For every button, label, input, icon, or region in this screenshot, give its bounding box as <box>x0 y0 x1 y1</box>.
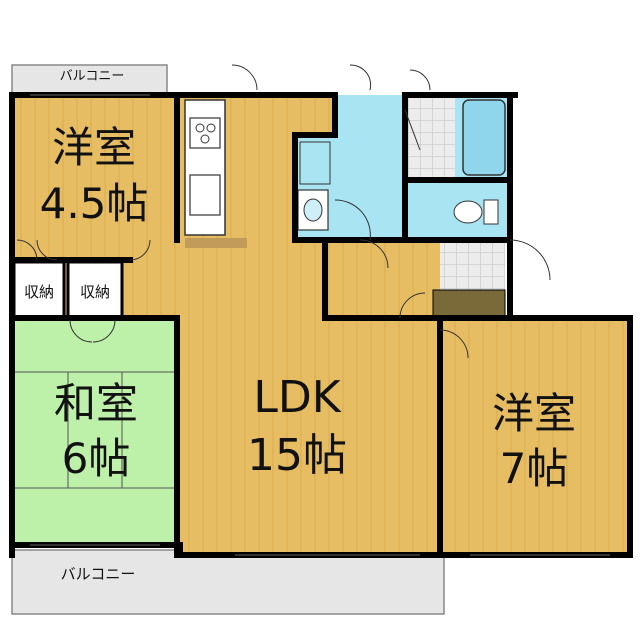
ldk-size: 15帖 <box>247 430 347 481</box>
basin-bowl-icon <box>303 198 323 222</box>
western-room-large-floor <box>440 318 630 553</box>
western-room-small-size: 4.5帖 <box>40 179 149 228</box>
balcony-top <box>11 64 168 96</box>
wet-corridor <box>335 95 405 135</box>
western-room-large-size: 7帖 <box>500 444 569 493</box>
toilet-bowl-icon <box>453 200 483 224</box>
closet-left-label: 収納 <box>24 283 54 301</box>
sink <box>189 174 221 216</box>
ldk-name: LDK <box>253 372 341 423</box>
bathtub <box>462 99 506 176</box>
japanese-room-floor <box>12 318 177 544</box>
japanese-room-size: 6帖 <box>62 434 131 483</box>
western-room-large-name: 洋室 <box>492 389 576 438</box>
toilet-tank <box>483 199 499 225</box>
door-swings <box>16 64 551 359</box>
entrance-tile <box>440 240 505 290</box>
japanese-room-name: 和室 <box>54 379 138 428</box>
balcony-top-label: バルコニー <box>60 69 125 84</box>
washing-machine-space <box>299 141 331 185</box>
bath-tile <box>405 95 455 180</box>
closet-right-label: 収納 <box>80 283 110 301</box>
balcony-bottom <box>11 549 445 615</box>
western-room-small-floor <box>12 95 177 260</box>
tatami-lines <box>12 371 177 489</box>
burner-icon <box>195 123 205 133</box>
shoe-cabinet <box>432 289 506 319</box>
windows <box>30 94 610 556</box>
counter-extension <box>185 238 247 248</box>
western-room-small-name: 洋室 <box>52 123 136 172</box>
ldk-floor-lower <box>335 240 440 555</box>
balcony-bottom-label: バルコニー <box>61 565 136 583</box>
